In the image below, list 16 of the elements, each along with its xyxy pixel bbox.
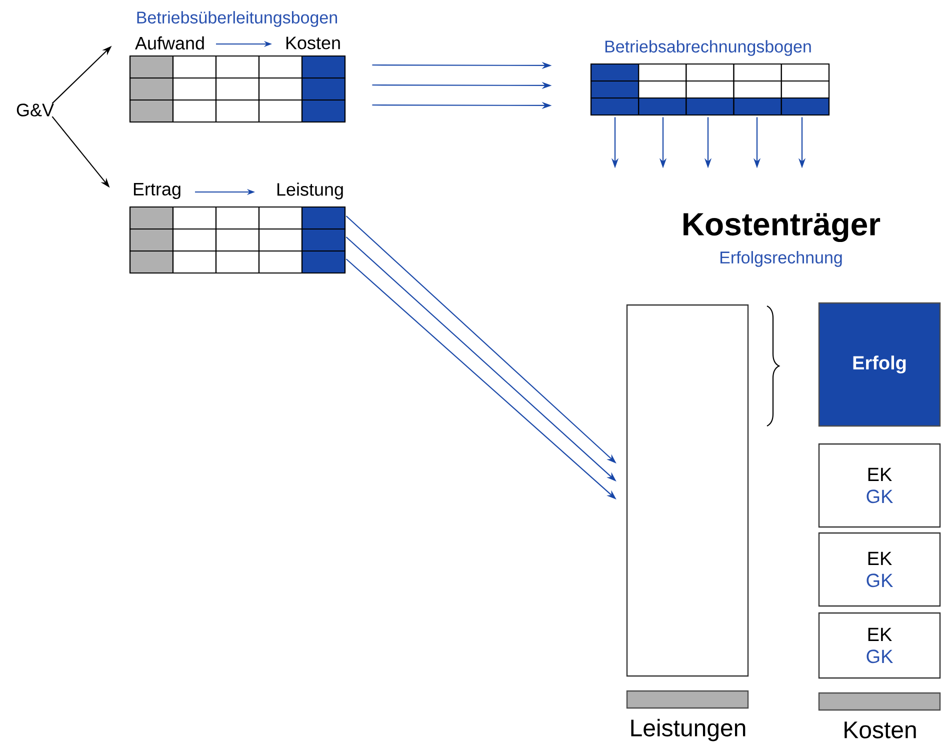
result-box: Erfolg (818, 302, 941, 427)
cost-box: EK GK (818, 612, 941, 679)
cost-box: EK GK (818, 443, 941, 528)
title-text: Kostenträger Erfolgsrechnung (684, 213, 880, 267)
column-label: Kosten (286, 36, 340, 50)
heading: Betriebsabrechnungsbogen (605, 40, 811, 56)
heading: Betriebsüberleitungsbogen (137, 11, 337, 27)
column-label: Leistungen (631, 718, 746, 742)
column-label: Aufwand (135, 36, 204, 50)
column-label: Leistung (277, 182, 343, 200)
cost-box: EK GK (818, 532, 941, 607)
label: G&V (16, 104, 54, 116)
column-label: Kosten (844, 722, 916, 738)
base-bar (818, 692, 941, 711)
base-bar (626, 690, 749, 709)
column-label: Ertrag (134, 182, 180, 200)
